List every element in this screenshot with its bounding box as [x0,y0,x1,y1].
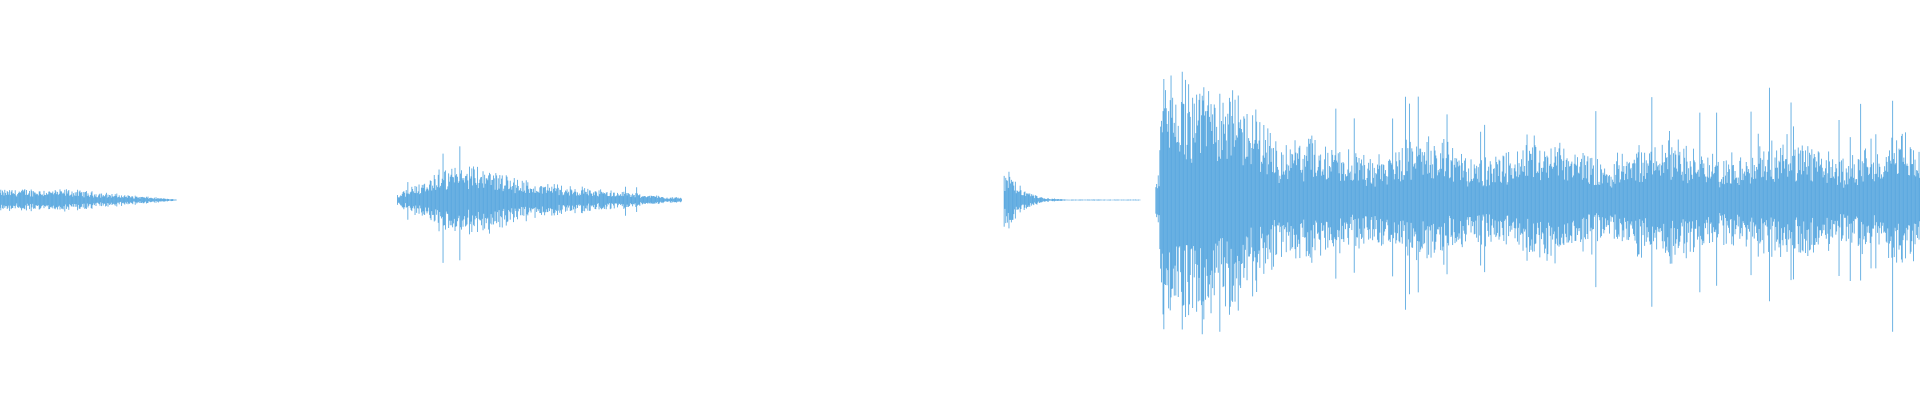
waveform-bars [0,71,1920,335]
